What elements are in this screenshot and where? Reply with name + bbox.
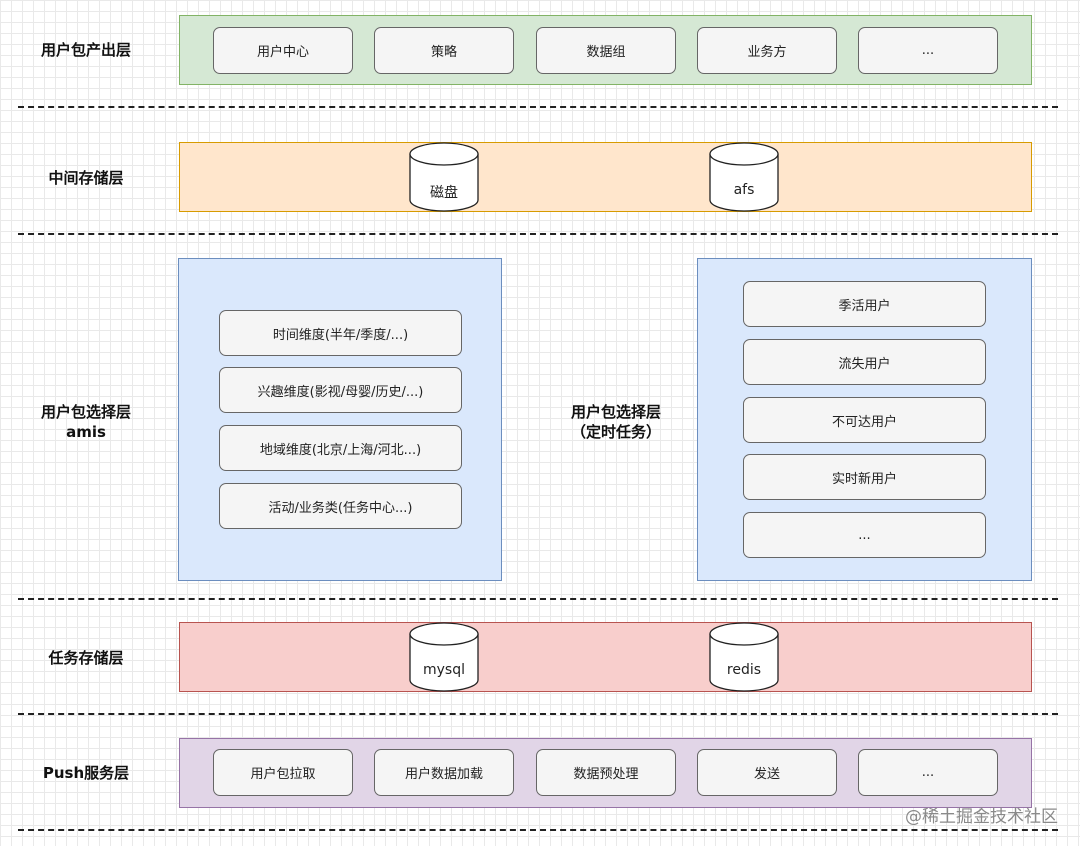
amis-item-time: 时间维度(半年/季度/...)	[219, 310, 462, 356]
watermark: @稀土掘金技术社区	[905, 807, 1058, 827]
output-layer-label: 用户包产出层	[40, 41, 131, 59]
disk-cylinder: 磁盘	[409, 142, 479, 212]
disk-label: 磁盘	[430, 185, 458, 201]
scheduled-item-realtime-new: 实时新用户	[743, 454, 986, 500]
push-item-send: 发送	[697, 749, 837, 796]
cylinder-icon	[409, 142, 479, 212]
middle-storage-band	[179, 142, 1032, 212]
layer-divider	[18, 233, 1058, 235]
layer-divider	[18, 713, 1058, 715]
scheduled-selection-label-line2: （定时任务）	[570, 423, 661, 441]
amis-panel	[178, 258, 502, 581]
task-storage-layer-label: 任务存储层	[48, 649, 124, 667]
selection-layer-label-line1: 用户包选择层	[40, 403, 131, 421]
afs-cylinder: afs	[709, 142, 779, 212]
redis-label: redis	[726, 662, 762, 678]
scheduled-item-quarterly-active: 季活用户	[743, 281, 986, 327]
output-item-strategy: 策略	[374, 27, 514, 74]
mysql-label: mysql	[423, 662, 465, 678]
push-item-preprocess: 数据预处理	[536, 749, 676, 796]
output-item-data-group: 数据组	[536, 27, 676, 74]
scheduled-selection-label-line1: 用户包选择层	[570, 403, 661, 421]
amis-item-interest: 兴趣维度(影视/母婴/历史/...)	[219, 367, 462, 413]
cylinder-icon	[709, 142, 779, 212]
scheduled-item-churned: 流失用户	[743, 339, 986, 385]
push-layer-label: Push服务层	[42, 764, 130, 782]
scheduled-item-more: ...	[743, 512, 986, 558]
amis-item-region: 地域维度(北京/上海/河北...)	[219, 425, 462, 471]
push-item-load: 用户数据加载	[374, 749, 514, 796]
push-item-fetch: 用户包拉取	[213, 749, 353, 796]
cylinder-icon	[409, 622, 479, 692]
layer-divider	[18, 598, 1058, 600]
output-item-business: 业务方	[697, 27, 837, 74]
selection-layer-label: 用户包选择层 amis	[0, 402, 172, 442]
cylinder-icon	[709, 622, 779, 692]
afs-label: afs	[733, 182, 755, 198]
push-item-more: ...	[858, 749, 998, 796]
mysql-cylinder: mysql	[409, 622, 479, 692]
selection-layer-label-line2: amis	[66, 423, 106, 441]
layer-divider	[18, 829, 1058, 831]
output-item-user-center: 用户中心	[213, 27, 353, 74]
middle-storage-layer-label: 中间存储层	[48, 169, 124, 187]
scheduled-item-unreachable: 不可达用户	[743, 397, 986, 443]
scheduled-selection-label: 用户包选择层 （定时任务）	[556, 402, 676, 442]
redis-cylinder: redis	[709, 622, 779, 692]
amis-item-activity: 活动/业务类(任务中心...)	[219, 483, 462, 529]
layer-divider	[18, 106, 1058, 108]
output-item-more: ...	[858, 27, 998, 74]
task-storage-band	[179, 622, 1032, 692]
